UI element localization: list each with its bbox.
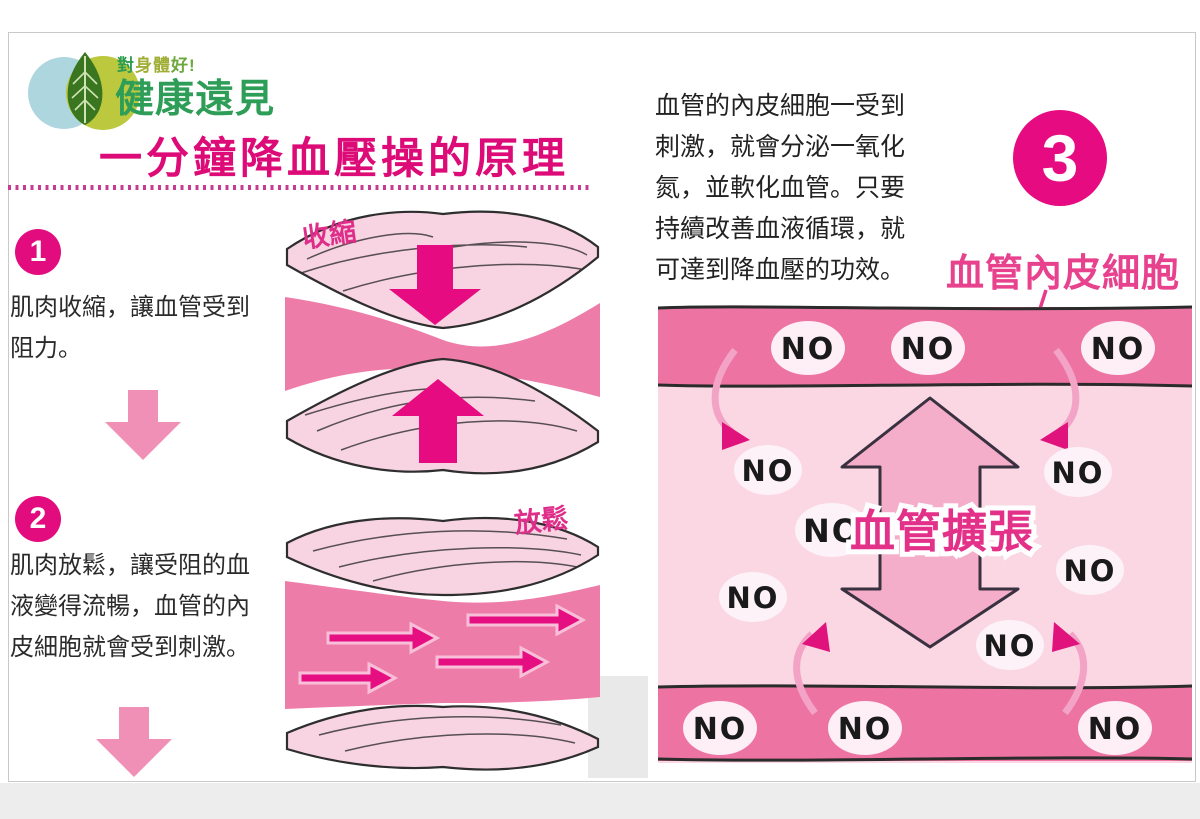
leaf-icon xyxy=(67,52,103,125)
explanation-paragraph: 血管的內皮細胞一受到 刺激，就會分泌一氧化 氮，並軟化血管。只要 持續改善血液循… xyxy=(655,86,905,291)
step-2-line: 肌肉放鬆，讓受阻的血 xyxy=(10,552,250,579)
down-arrow-icon xyxy=(96,707,172,777)
no-molecule: NO xyxy=(1088,712,1143,747)
endothelium-callout-label: 血管內皮細胞 xyxy=(946,253,1181,295)
contraction-label: 收縮 xyxy=(300,216,359,254)
no-molecule: NO xyxy=(781,332,836,367)
flow-arrow-icon xyxy=(466,603,587,637)
paragraph-line: 血管的內皮細胞一受到 xyxy=(655,92,906,120)
relaxation-label: 放鬆 xyxy=(512,503,570,539)
vessel-contraction-illustration xyxy=(285,210,600,475)
step-2-line: 皮細胞就會受到刺激。 xyxy=(10,634,250,661)
no-molecule: NO xyxy=(984,629,1037,663)
no-molecule: NO xyxy=(1052,456,1105,490)
flow-arrow-icon xyxy=(435,645,551,679)
brand-name: 健康遠見 xyxy=(115,78,276,121)
paragraph-line: 刺激，就會分泌一氧化 xyxy=(655,133,906,161)
no-molecule: NO xyxy=(727,581,780,615)
expand-double-arrow-icon xyxy=(840,396,1020,649)
no-molecule: NO xyxy=(742,454,795,488)
flow-arrow-icon xyxy=(326,621,441,655)
tagline-part: 好! xyxy=(171,56,196,75)
step-1-text: 肌肉收縮，讓血管受到 阻力。 xyxy=(10,287,290,369)
step-2-badge: 2 xyxy=(15,496,61,542)
no-molecule: NO xyxy=(803,512,861,550)
bottom-gray-strip xyxy=(0,783,1200,819)
no-molecules: NO NO NO NO NO NO NO NO NO NO NO NO xyxy=(683,321,1155,755)
dotted-divider xyxy=(8,185,593,190)
paragraph-line: 可達到降血壓的功效。 xyxy=(655,256,906,284)
step-2-text: 肌肉放鬆，讓受阻的血 液變得流暢，血管的內 皮細胞就會受到刺激。 xyxy=(10,545,302,668)
vessel-dilation-illustration: NO NO NO NO NO NO NO NO NO NO NO NO xyxy=(658,289,1193,763)
paragraph-line: 持續改善血液循環，就 xyxy=(655,215,906,243)
no-molecule: NO xyxy=(693,712,748,747)
logo-tagline: 對身體好! xyxy=(117,51,196,76)
vessel-relaxation-illustration xyxy=(285,516,600,771)
step-2-line: 液變得流暢，血管的內 xyxy=(10,593,250,620)
step-1-line: 肌肉收縮，讓血管受到 xyxy=(10,294,250,321)
tagline-part: 對 xyxy=(117,56,135,75)
release-arrow-icon xyxy=(793,631,818,716)
step-3-badge: 3 xyxy=(1013,110,1107,206)
flow-arrow-icon xyxy=(298,661,399,695)
dilation-label: 血管擴張 xyxy=(850,505,1034,558)
tagline-part: 身體 xyxy=(135,56,171,75)
no-molecule: NO xyxy=(838,712,893,747)
no-molecule: NO xyxy=(1091,332,1146,367)
no-molecule: NO xyxy=(1064,554,1117,588)
no-molecule: NO xyxy=(901,332,956,367)
step-1-badge: 1 xyxy=(15,229,61,275)
page-title: 一分鐘降血壓操的原理 xyxy=(99,135,569,183)
down-arrow-icon xyxy=(105,390,181,460)
squeeze-up-arrow-icon xyxy=(392,379,484,463)
squeeze-down-arrow-icon xyxy=(389,245,481,325)
paragraph-line: 氮，並軟化血管。只要 xyxy=(655,174,906,202)
step-1-line: 阻力。 xyxy=(10,335,82,362)
